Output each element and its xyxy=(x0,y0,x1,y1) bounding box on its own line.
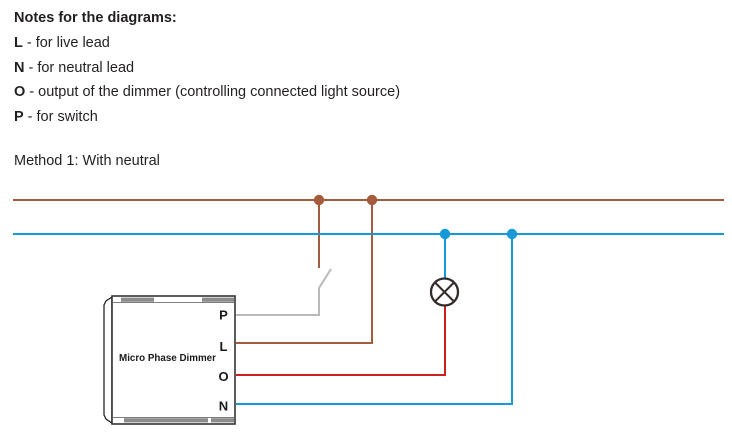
note-line-live: L- for live lead xyxy=(14,31,400,56)
note-line-output: O- output of the dimmer (controlling con… xyxy=(14,80,400,105)
dimmer-box-flange xyxy=(103,295,113,425)
dimmer-box-top-bar-left xyxy=(121,297,154,302)
dimmer-box: Micro Phase Dimmer P L O N xyxy=(103,295,236,425)
note-desc-output: - output of the dimmer (controlling conn… xyxy=(29,84,401,101)
terminal-label-n: N xyxy=(219,399,228,414)
neutral-junction-dot-n xyxy=(506,228,518,240)
note-key-output: O xyxy=(14,84,26,101)
note-key-live: L xyxy=(14,34,23,51)
dimmer-device-label: Micro Phase Dimmer xyxy=(119,353,216,364)
lamp-cross-line-2 xyxy=(434,281,455,303)
notes-block: Notes for the diagrams: L- for live lead… xyxy=(14,6,400,130)
note-desc-neutral: - for neutral lead xyxy=(28,59,135,76)
note-key-neutral: N xyxy=(14,59,25,76)
note-desc-switch: - for switch xyxy=(27,109,98,126)
method-title: Method 1: With neutral xyxy=(14,153,160,169)
dimmer-box-bottom-bar-left xyxy=(124,418,208,423)
terminal-label-p: P xyxy=(219,308,228,323)
notes-title: Notes for the diagrams: xyxy=(14,10,177,26)
o-terminal-wire xyxy=(236,304,446,376)
dimmer-box-top-bar-right xyxy=(202,297,234,302)
dimmer-box-body xyxy=(111,295,236,425)
live-junction-dot-switch xyxy=(313,194,325,206)
note-line-switch: P- for switch xyxy=(14,105,400,130)
note-line-neutral: N- for neutral lead xyxy=(14,56,400,81)
note-key-switch: P xyxy=(14,109,24,126)
terminal-label-o: O xyxy=(218,369,228,384)
live-junction-dot-l xyxy=(366,194,378,206)
n-terminal-wire xyxy=(236,234,513,405)
lamp-symbol xyxy=(429,277,460,307)
l-terminal-wire xyxy=(236,200,373,344)
switch-blade-icon xyxy=(318,268,332,289)
p-terminal-wire xyxy=(236,288,320,316)
dimmer-box-bottom-bar-right xyxy=(211,418,234,423)
neutral-junction-dot-lamp xyxy=(439,228,451,240)
note-desc-live: - for live lead xyxy=(26,34,110,51)
terminal-label-l: L xyxy=(220,339,228,354)
